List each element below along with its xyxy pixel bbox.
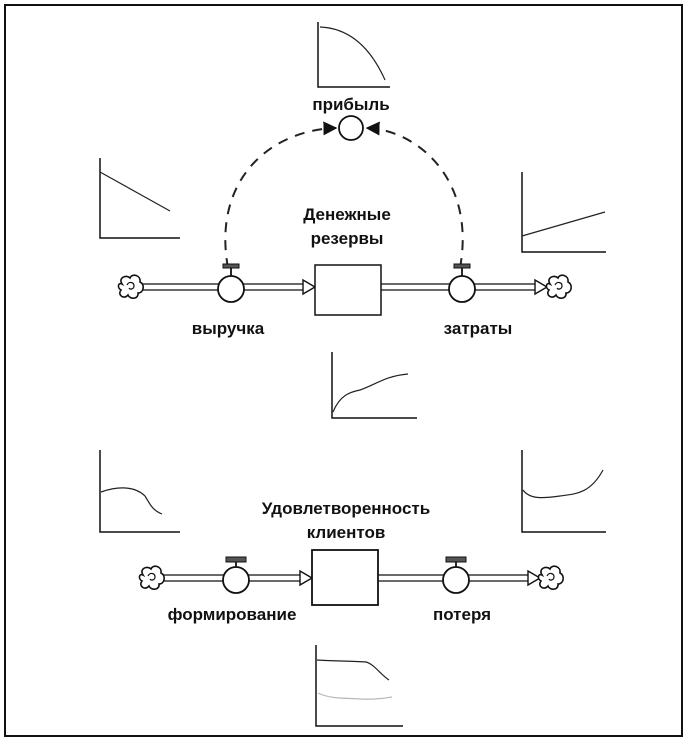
profit-label: прибыль xyxy=(312,95,389,114)
loss-valve[interactable] xyxy=(442,556,470,594)
revenue-valve[interactable] xyxy=(217,263,245,303)
satisfaction-label-2: клиентов xyxy=(307,523,386,542)
cloud-sink-icon xyxy=(545,274,573,300)
feedback-connector xyxy=(224,121,338,269)
cloud-sink-icon xyxy=(537,565,565,591)
revenue-graph xyxy=(99,158,180,239)
formation-valve[interactable] xyxy=(222,556,250,594)
profit-converter[interactable] xyxy=(338,115,364,141)
cash-reserves-label-2: резервы xyxy=(311,229,384,248)
loss-label: потеря xyxy=(433,605,491,624)
cloud-source-icon xyxy=(138,565,166,591)
satisfaction-graph xyxy=(315,645,403,727)
satisfaction-label-1: Удовлетворенность xyxy=(262,499,430,518)
costs-label: затраты xyxy=(444,319,513,338)
formation-label: формирование xyxy=(168,605,297,624)
cash-reserves-stock[interactable] xyxy=(314,264,382,316)
costs-valve[interactable] xyxy=(448,263,476,303)
loss-graph xyxy=(521,450,606,533)
cash-reserves-label-1: Денежные xyxy=(303,205,391,224)
profit-graph xyxy=(317,22,390,88)
diagram-frame xyxy=(4,4,683,737)
revenue-label: выручка xyxy=(192,319,265,338)
costs-graph xyxy=(521,172,606,253)
formation-graph xyxy=(99,450,180,533)
satisfaction-stock[interactable] xyxy=(311,549,379,606)
cloud-source-icon xyxy=(117,274,145,300)
feedback-connector-right xyxy=(365,121,464,269)
cash-reserves-graph xyxy=(331,352,417,419)
